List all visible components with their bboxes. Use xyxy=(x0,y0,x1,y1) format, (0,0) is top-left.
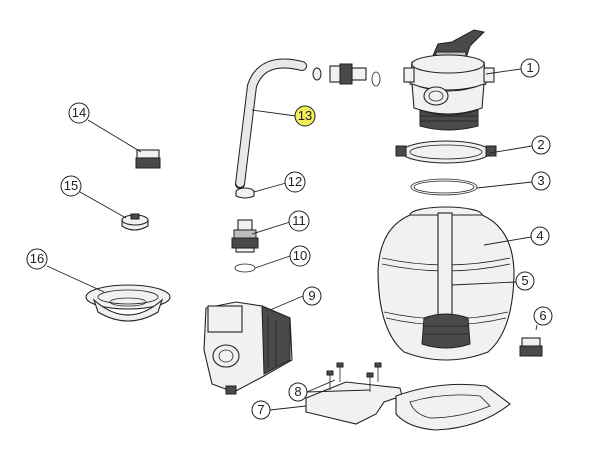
part-base[interactable] xyxy=(305,381,511,431)
callout-2[interactable]: 2 xyxy=(531,135,551,155)
callout-14-label: 14 xyxy=(72,105,86,120)
part-strainer-basket[interactable] xyxy=(85,284,171,322)
part-union-fitting[interactable] xyxy=(231,219,259,253)
callout-4[interactable]: 4 xyxy=(530,226,550,246)
part-o-ring[interactable] xyxy=(410,178,478,196)
part-screws[interactable] xyxy=(326,362,382,392)
part-drain-plug[interactable] xyxy=(519,337,543,357)
callout-7-label: 7 xyxy=(257,402,264,417)
callout-6-label: 6 xyxy=(539,308,546,323)
callout-4-label: 4 xyxy=(536,228,543,243)
callout-8[interactable]: 8 xyxy=(288,382,308,402)
callouts: 1 2 3 4 5 6 7 8 9 10 11 12 13 14 15 16 xyxy=(26,58,553,420)
callout-15[interactable]: 15 xyxy=(60,175,82,197)
callout-15-label: 15 xyxy=(64,178,78,193)
callout-9[interactable]: 9 xyxy=(302,286,322,306)
callout-3[interactable]: 3 xyxy=(531,171,551,191)
part-plug[interactable] xyxy=(121,213,149,231)
part-cap[interactable] xyxy=(235,187,255,199)
callout-12[interactable]: 12 xyxy=(284,171,306,193)
part-standpipe-laterals[interactable] xyxy=(421,212,471,349)
callout-3-label: 3 xyxy=(537,173,544,188)
callout-13[interactable]: 13 xyxy=(294,105,316,127)
callout-16-label: 16 xyxy=(30,251,44,266)
callout-10[interactable]: 10 xyxy=(289,245,311,267)
callout-6[interactable]: 6 xyxy=(533,306,553,326)
callout-11[interactable]: 11 xyxy=(288,210,310,232)
part-adapter[interactable] xyxy=(135,149,161,169)
part-hose[interactable] xyxy=(235,58,307,189)
callout-5-label: 5 xyxy=(521,273,528,288)
callout-14[interactable]: 14 xyxy=(68,102,90,124)
callout-7[interactable]: 7 xyxy=(251,400,271,420)
part-clamp[interactable] xyxy=(395,140,497,164)
leader-lines xyxy=(46,68,538,411)
callout-1[interactable]: 1 xyxy=(520,58,540,78)
callout-5[interactable]: 5 xyxy=(515,271,535,291)
part-pump[interactable] xyxy=(203,301,293,395)
callout-1-label: 1 xyxy=(526,60,533,75)
callout-10-label: 10 xyxy=(293,248,307,263)
callout-11-label: 11 xyxy=(292,213,306,228)
part-small-o-ring[interactable] xyxy=(234,263,256,273)
part-multiport-valve[interactable] xyxy=(403,29,495,131)
callout-12-label: 12 xyxy=(288,174,302,189)
callout-9-label: 9 xyxy=(308,288,315,303)
callout-2-label: 2 xyxy=(537,137,544,152)
callout-13-label: 13 xyxy=(298,108,312,123)
callout-16[interactable]: 16 xyxy=(26,248,48,270)
part-hose-connector-set[interactable] xyxy=(312,63,381,87)
callout-8-label: 8 xyxy=(294,384,301,399)
